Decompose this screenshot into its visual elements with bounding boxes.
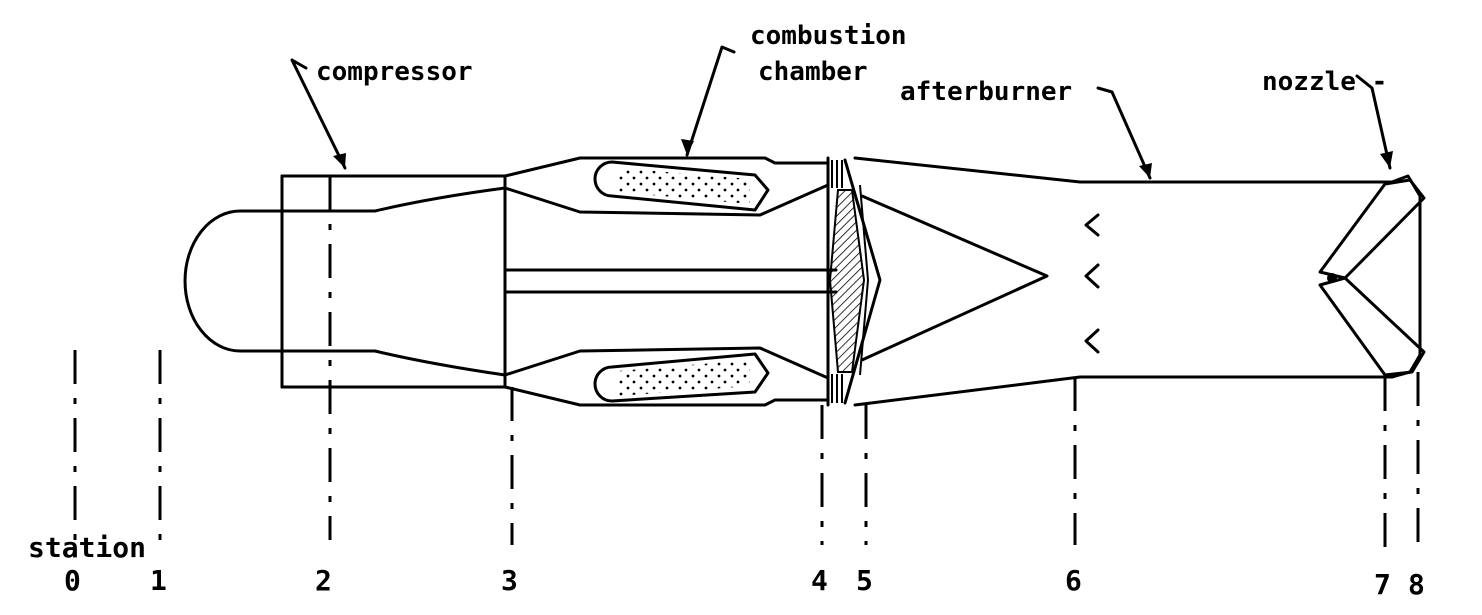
leader-combustion: [681, 45, 736, 157]
label-compressor: compressor: [316, 57, 473, 87]
tail-cone: [860, 194, 1049, 362]
inlet-spinner: [183, 209, 284, 353]
combustor-liner-top: [593, 160, 770, 212]
variable-nozzle: [1318, 174, 1426, 379]
compressor-hub: [280, 174, 507, 389]
station-label-0: 0: [64, 564, 81, 597]
turbine: [826, 156, 882, 407]
leader-compressor: [290, 58, 347, 170]
combustor-liner-bottom: [593, 352, 770, 403]
flame-holders: [1084, 213, 1100, 354]
leader-nozzle: [1355, 74, 1393, 170]
label-combustion-line2: chamber: [758, 57, 868, 87]
station-label-2: 2: [315, 564, 332, 597]
station-label-8: 8: [1408, 568, 1425, 601]
station-label-4: 4: [811, 564, 828, 597]
station-lines: [73, 176, 1420, 550]
label-afterburner: afterburner: [900, 77, 1072, 107]
station-label-7: 7: [1374, 568, 1391, 601]
label-nozzle: nozzle -: [1262, 67, 1387, 97]
station-label-6: 6: [1065, 564, 1082, 597]
station-label-3: 3: [501, 564, 518, 597]
station-label-5: 5: [856, 564, 873, 597]
label-station-prefix: station: [28, 531, 146, 564]
leader-afterburner: [1096, 86, 1152, 180]
main-shaft: [503, 183, 838, 380]
label-combustion-line1: combustion: [750, 21, 907, 51]
station-label-1: 1: [150, 564, 167, 597]
